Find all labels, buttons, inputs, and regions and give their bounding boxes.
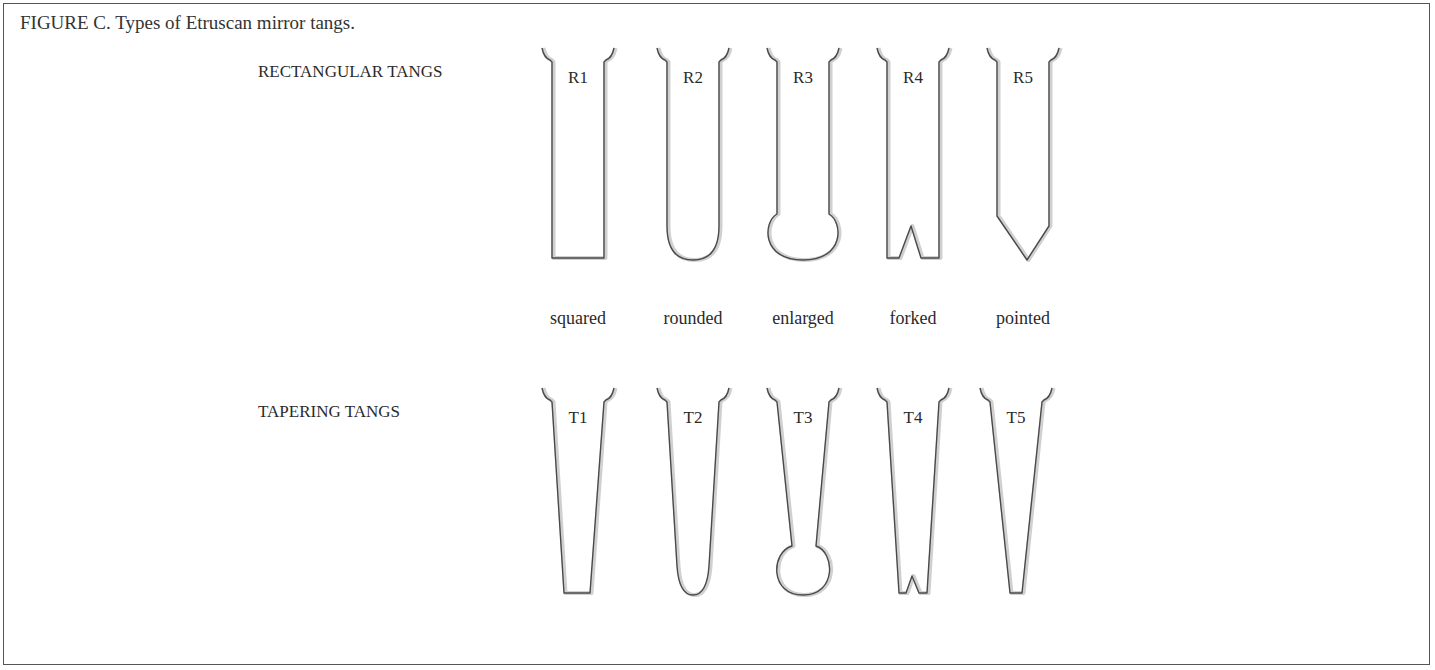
figure-caption: FIGURE C. Types of Etruscan mirror tangs… [20, 12, 355, 34]
tang-shading [659, 388, 731, 595]
tang-line [987, 48, 1059, 260]
tang-shape: T1 [540, 388, 616, 603]
tang-line [657, 48, 729, 260]
tang-shape: T3 [765, 388, 841, 603]
tang-shading [659, 48, 731, 260]
tang-shape: T5 [978, 388, 1054, 603]
tang-shape: T2 [655, 388, 731, 603]
type-name: forked [890, 308, 937, 329]
tang-line [877, 48, 949, 258]
tang-line [767, 48, 839, 260]
type-code: T4 [904, 408, 923, 428]
tang-shape: T4 [875, 388, 951, 603]
row-label: RECTANGULAR TANGS [258, 62, 442, 82]
row-label: TAPERING TANGS [258, 402, 400, 422]
type-code: R1 [568, 68, 588, 88]
type-code: R2 [683, 68, 703, 88]
tang-line [980, 388, 1052, 593]
tang-shape: R5 [985, 48, 1061, 263]
type-name: rounded [664, 308, 723, 329]
tang-shading [544, 48, 616, 258]
tang-shading [879, 48, 951, 258]
type-code: R3 [793, 68, 813, 88]
tang-shape: R1 [540, 48, 616, 263]
type-code: T5 [1007, 408, 1026, 428]
figure-frame [3, 3, 1430, 665]
tang-line [542, 388, 614, 593]
tang-shape: R2 [655, 48, 731, 263]
type-code: R4 [903, 68, 923, 88]
type-name: pointed [996, 308, 1050, 329]
tang-line [767, 388, 839, 595]
tang-line [542, 48, 614, 258]
type-code: T3 [794, 408, 813, 428]
type-name: squared [550, 308, 606, 329]
tang-shading [879, 388, 951, 593]
type-code: T1 [569, 408, 588, 428]
type-name: enlarged [772, 308, 834, 329]
tang-shape: R4 [875, 48, 951, 263]
tang-shading [544, 388, 616, 593]
tang-line [877, 388, 949, 593]
tang-shape: R3 [765, 48, 841, 263]
type-code: R5 [1013, 68, 1033, 88]
tang-shading [769, 48, 841, 260]
type-code: T2 [684, 408, 703, 428]
tang-line [657, 388, 729, 595]
